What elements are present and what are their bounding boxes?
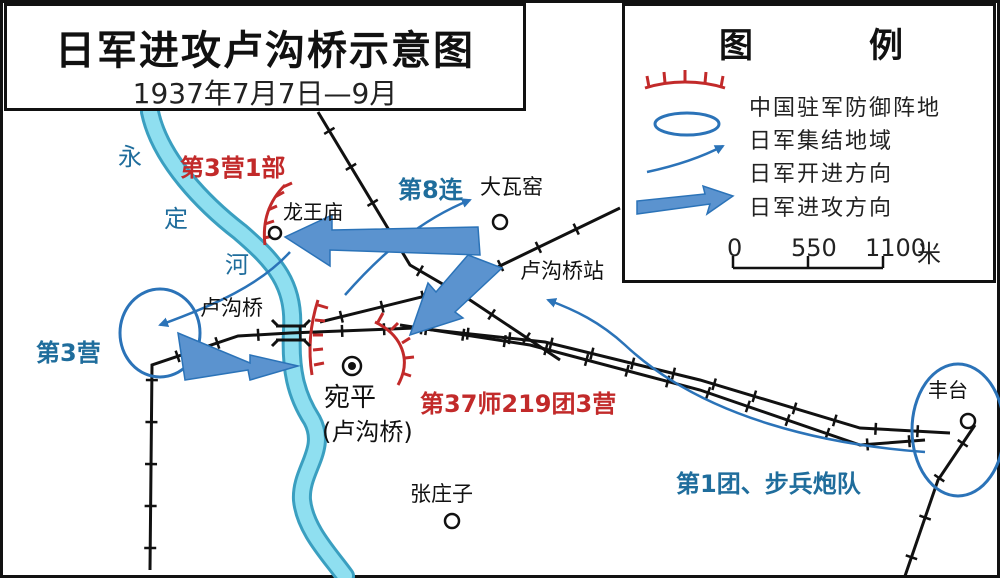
railway-tie bbox=[831, 414, 838, 427]
railway-tie bbox=[496, 259, 505, 272]
railway-tie bbox=[670, 367, 677, 380]
label-luqiao-station: 卢沟桥站 bbox=[520, 259, 604, 283]
railway-tie bbox=[522, 332, 531, 344]
label-fengtai: 丰台 bbox=[928, 378, 968, 402]
label-37-219-3: 第37师219团3营 bbox=[420, 390, 617, 418]
label-8lian: 第8连 bbox=[398, 176, 463, 204]
defense-line-wanping-west bbox=[308, 299, 320, 376]
railway-north bbox=[316, 111, 561, 362]
railway-tie bbox=[174, 350, 181, 363]
railway-tie bbox=[933, 473, 945, 483]
railway-tie bbox=[905, 554, 918, 561]
railway-tie bbox=[502, 334, 507, 348]
railway-tie bbox=[630, 357, 636, 370]
attack-arrow-longwangmiao bbox=[283, 213, 481, 268]
zhangzhuangzi-marker bbox=[443, 512, 461, 530]
railway-tie bbox=[507, 332, 512, 345]
label-3ying-1bu: 第3营1部 bbox=[180, 154, 286, 182]
assembly-area-west bbox=[118, 287, 202, 379]
railway-tie bbox=[543, 343, 549, 356]
railway-tie bbox=[751, 390, 758, 403]
label-longwangmiao: 龙王庙 bbox=[283, 200, 343, 224]
railway-tie bbox=[711, 378, 718, 391]
advance-arrow-west bbox=[158, 251, 291, 327]
dawayao-marker bbox=[491, 213, 509, 231]
legend-defense-symbol bbox=[644, 70, 726, 90]
scale-bar bbox=[731, 256, 885, 270]
railway-tie bbox=[487, 308, 497, 321]
railway-south-east bbox=[903, 424, 977, 577]
legend: 图 例 中国驻军防御阵地 日军集结地域 日军开进方向 日军进攻方向 0 bbox=[622, 3, 996, 283]
railway-tie bbox=[589, 347, 595, 360]
advance-arrow-east bbox=[546, 298, 926, 454]
map-subtitle: 1937年7月7日—9月 bbox=[132, 77, 398, 110]
railway-tie bbox=[338, 310, 345, 323]
legend-item-advance: 日军开进方向 bbox=[749, 162, 894, 187]
railway-tie bbox=[323, 126, 336, 136]
scale-tick-550: 550 bbox=[791, 234, 837, 262]
label-zhangzhuangzi: 张庄子 bbox=[410, 482, 473, 506]
railway-tie bbox=[379, 300, 385, 313]
scale-tick-0: 0 bbox=[727, 234, 743, 262]
fengtai-marker bbox=[959, 412, 977, 430]
railway-east bbox=[399, 323, 926, 447]
legend-assembly-symbol bbox=[653, 111, 721, 137]
railway-tie bbox=[874, 422, 878, 435]
label-1tuan: 第1团、步兵炮队 bbox=[676, 470, 861, 498]
railway-tie bbox=[907, 435, 911, 448]
attack-arrow-station bbox=[408, 254, 504, 337]
railway-tie bbox=[366, 198, 379, 208]
legend-item-defense: 中国驻军防御阵地 bbox=[749, 96, 942, 121]
wanping-marker-dot bbox=[348, 362, 356, 370]
label-lugouqiao: 卢沟桥 bbox=[200, 296, 263, 320]
railway-tie bbox=[572, 223, 580, 236]
railway-tie bbox=[548, 337, 554, 350]
railway-tie bbox=[957, 438, 969, 448]
longwangmiao-marker bbox=[267, 225, 283, 241]
railway-tie bbox=[534, 241, 543, 254]
assembly-area-fengtai bbox=[910, 362, 1000, 498]
railway-tie bbox=[784, 414, 791, 427]
legend-symbols bbox=[636, 70, 885, 270]
railway-tie bbox=[256, 328, 260, 341]
legend-heading-1: 图 bbox=[719, 26, 753, 66]
river-label-1: 永 bbox=[118, 143, 142, 171]
railway-tie bbox=[345, 162, 357, 172]
legend-item-attack: 日军进攻方向 bbox=[749, 196, 894, 221]
defense-line-wanping-east bbox=[374, 320, 406, 386]
railway-tie bbox=[214, 336, 221, 350]
legend-attack-symbol bbox=[636, 184, 735, 216]
railway-tie bbox=[915, 425, 920, 438]
yongding-river-water bbox=[143, 105, 352, 578]
railway-tie bbox=[791, 402, 798, 415]
river-label-3: 河 bbox=[225, 251, 249, 279]
railway-tie bbox=[744, 400, 751, 413]
label-wanping: 宛平 bbox=[324, 383, 377, 413]
scale-tick-1100: 1100 bbox=[865, 234, 927, 262]
defense-lines bbox=[262, 181, 415, 386]
railway-tie bbox=[705, 386, 712, 399]
legend-item-assembly: 日军集结地域 bbox=[749, 129, 894, 154]
railway-tie bbox=[461, 328, 466, 341]
railway-tie bbox=[415, 264, 425, 277]
river-label-2: 定 bbox=[164, 205, 188, 233]
railway-tie bbox=[624, 364, 630, 377]
legend-heading-2: 例 bbox=[869, 26, 903, 66]
label-3ying: 第3营 bbox=[36, 339, 101, 367]
railway-tie bbox=[865, 438, 870, 451]
railway-tie bbox=[583, 353, 590, 367]
label-dawayao: 大瓦窑 bbox=[480, 175, 543, 199]
scale-unit: 米 bbox=[917, 240, 941, 268]
map-title: 日军进攻卢沟桥示意图 bbox=[55, 28, 475, 74]
attack-arrow-west bbox=[177, 331, 301, 381]
label-wanping-note: (卢沟桥) bbox=[322, 418, 413, 446]
legend-advance-symbol bbox=[646, 144, 725, 174]
title-box: 日军进攻卢沟桥示意图 1937年7月7日—9月 bbox=[4, 3, 526, 111]
railway-tie bbox=[465, 327, 470, 340]
railway-tie bbox=[919, 514, 932, 521]
lugouqiao-bridge-symbol bbox=[270, 318, 312, 348]
